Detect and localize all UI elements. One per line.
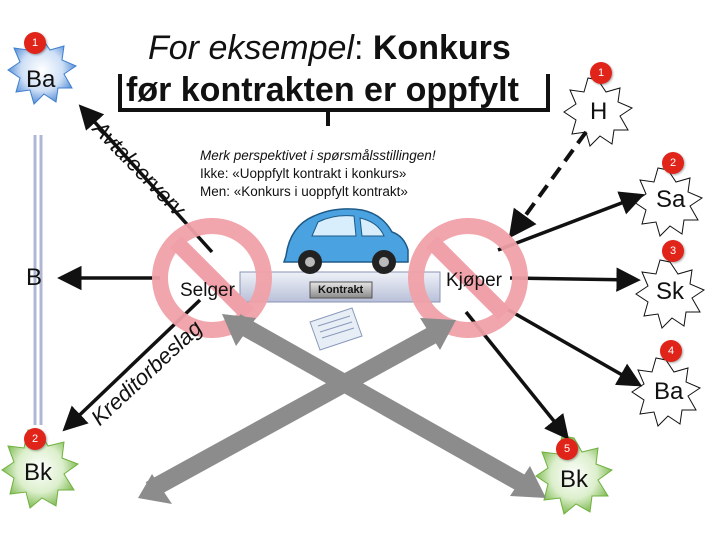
badge-sa: 2 <box>662 152 684 174</box>
prohibition-seller <box>152 218 272 338</box>
node-ba-top-label: Ba <box>26 66 56 93</box>
cross-arrow-1 <box>138 318 456 504</box>
badge-ba-top: 1 <box>24 32 46 54</box>
badge-bk-bottom: 5 <box>556 438 578 460</box>
node-sk-label: Sk <box>656 278 685 305</box>
note-line1: Merk perspektivet i spørsmålsstillingen! <box>200 148 436 163</box>
node-bk-bottom-label: Bk <box>560 466 589 493</box>
buyer-label: Kjøper <box>446 270 502 291</box>
badge-sk: 3 <box>662 240 684 262</box>
starburst-bk-bottom <box>535 435 614 515</box>
cross-arrow-2 <box>222 314 546 498</box>
contract-label: Kontrakt <box>318 284 364 296</box>
node-b-label: B <box>26 264 43 291</box>
page-title-line2: før kontrakten er oppfylt <box>126 70 519 110</box>
title-colon: : <box>353 29 364 67</box>
starburst-sk <box>635 259 706 329</box>
contract-bar <box>239 271 441 303</box>
title-bracket <box>118 74 550 126</box>
arrow-to-sk <box>509 267 641 292</box>
starburst-h <box>563 77 634 147</box>
note-line2: Ikke: «Uoppfylt kontrakt i konkurs» <box>200 166 407 181</box>
node-sa-label: Sa <box>656 186 686 213</box>
dashed-arrow-to-h <box>508 130 588 239</box>
badge-h: 1 <box>590 62 612 84</box>
perspective-note: Merk perspektivet i spørsmålsstillingen!… <box>200 147 436 201</box>
starburst-bk-left <box>1 429 80 509</box>
badge-bk-left: 2 <box>24 428 46 450</box>
title-bold: Konkurs <box>372 29 511 67</box>
title-prefix: For eksempel <box>148 29 354 67</box>
title-line2: før kontrakten er oppfylt <box>126 71 519 109</box>
document-image <box>309 307 363 351</box>
page-title-line1: For eksempel: Konkurs <box>148 28 511 68</box>
arrow-to-sa <box>497 191 645 252</box>
node-h-label: H <box>590 98 608 125</box>
badge-ba-right: 4 <box>660 340 682 362</box>
node-bk-left-label: Bk <box>24 459 53 486</box>
arrow-to-ba-right <box>499 303 643 387</box>
note-line3: Men: «Konkurs i uoppfylt kontrakt» <box>200 184 408 199</box>
seller-label: Selger <box>180 280 235 301</box>
car-image <box>282 208 409 274</box>
starburst-ba-top <box>7 35 78 105</box>
starburst-sa <box>633 167 704 237</box>
prohibition-buyer <box>408 218 528 338</box>
node-ba-right-label: Ba <box>654 378 684 405</box>
